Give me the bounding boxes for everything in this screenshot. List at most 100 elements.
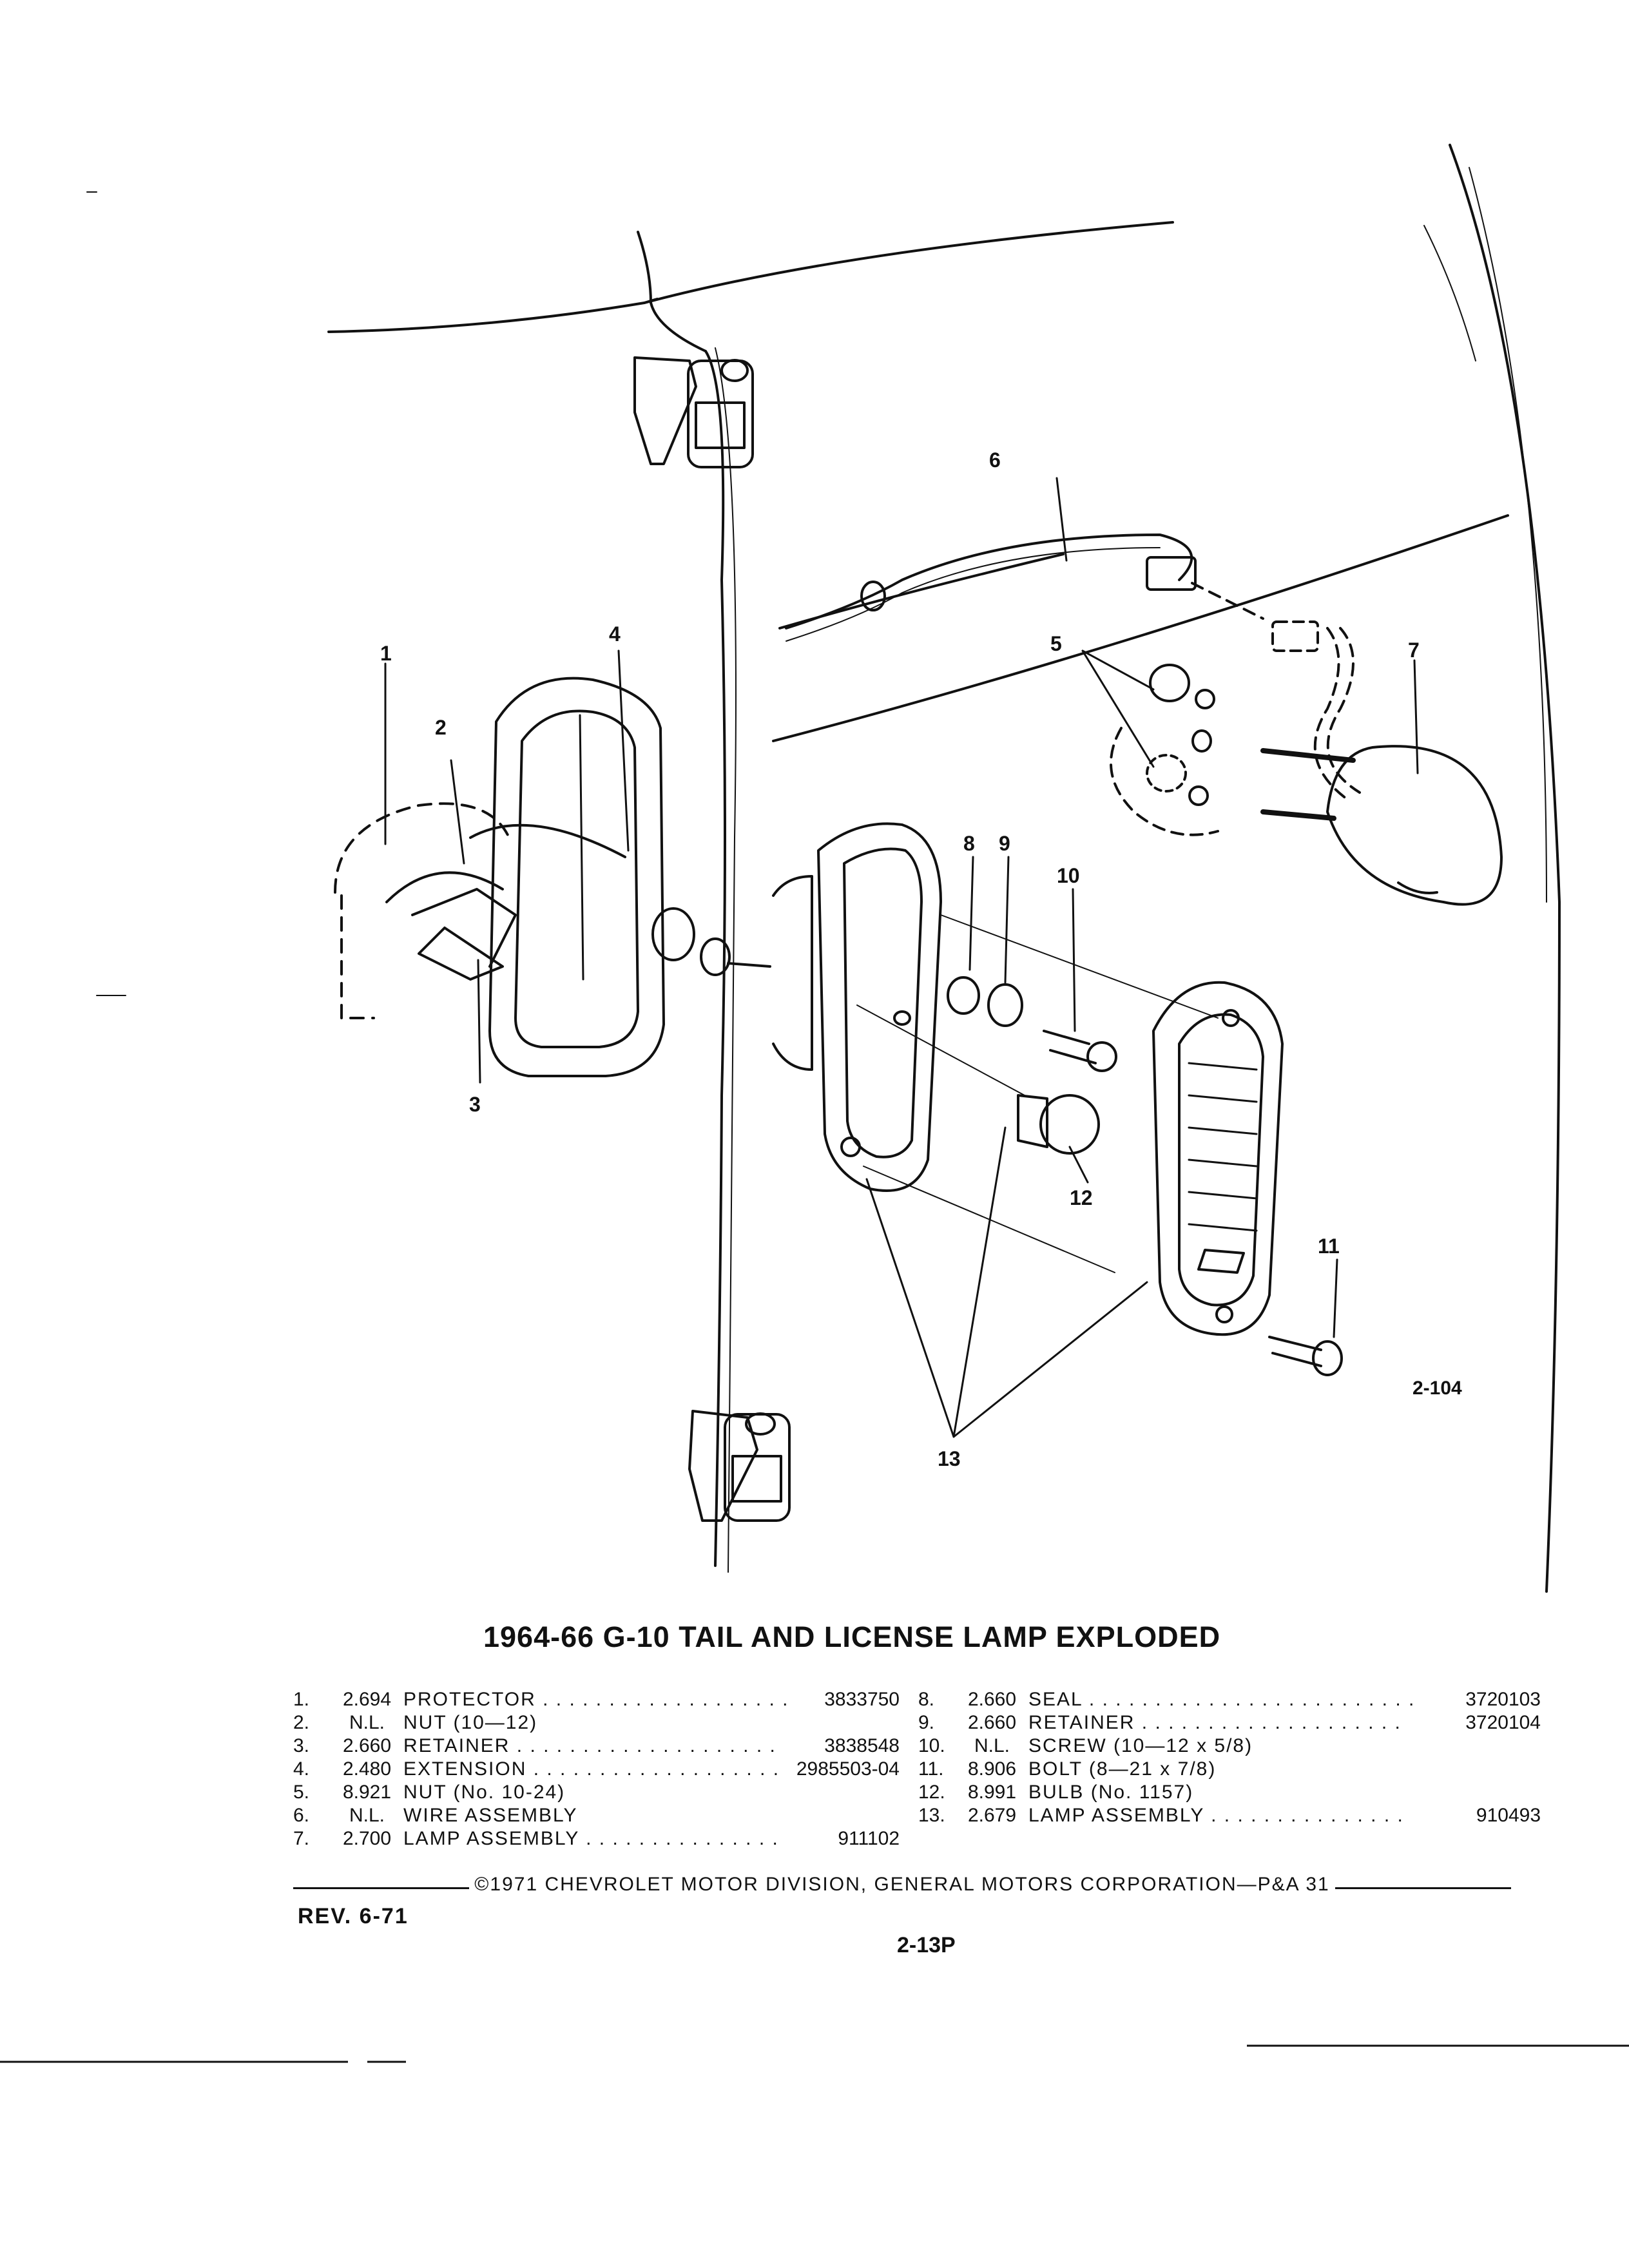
callout-11: 11 [1318, 1235, 1340, 1258]
callout-12: 12 [1070, 1186, 1093, 1209]
parts-row: 3. 2.660 RETAINER . . . . . . . . . . . … [293, 1735, 900, 1758]
group-code: 8.991 [967, 1782, 1017, 1803]
callout-leaders [384, 477, 1419, 1438]
item-number: 1. [293, 1689, 310, 1710]
protector [334, 802, 517, 1019]
upper-door-hinge [633, 356, 754, 468]
item-number: 10. [918, 1735, 945, 1756]
part-name: RETAINER . . . . . . . . . . . . . . . .… [1028, 1712, 1402, 1733]
parts-list-right: 8. 2.660 SEAL . . . . . . . . . . . . . … [918, 1688, 1541, 1827]
part-name: NUT (10—12) [403, 1712, 538, 1733]
callout-5: 5 [1050, 632, 1062, 655]
item-number: 8. [918, 1689, 935, 1710]
part-number: 3720103 [1465, 1689, 1541, 1710]
rule-left [293, 1887, 470, 1889]
callout-numbers: 1 2 3 4 5 6 7 8 9 10 11 12 13 [380, 448, 1420, 1470]
part-number: 2985503-04 [796, 1758, 900, 1780]
item-number: 4. [293, 1758, 310, 1780]
part-number [1389, 1735, 1541, 1758]
vehicle-body-outline [86, 144, 1561, 1593]
page-number: 2-13P [897, 1933, 956, 1957]
part-name: LAMP ASSEMBLY . . . . . . . . . . . . . … [1028, 1805, 1404, 1826]
parts-list-left: 1. 2.694 PROTECTOR . . . . . . . . . . .… [293, 1688, 900, 1850]
revision-label: REV. 6-71 [298, 1904, 409, 1928]
item-number: 12. [918, 1782, 945, 1803]
part-number: 3838548 [824, 1735, 900, 1756]
part-number: 910493 [1476, 1805, 1541, 1826]
parts-row: 6. N.L. WIRE ASSEMBLY [293, 1804, 900, 1827]
part-name: RETAINER . . . . . . . . . . . . . . . .… [403, 1735, 776, 1756]
bulb [1017, 1094, 1100, 1155]
part-number [790, 1781, 900, 1804]
callout-13: 13 [938, 1447, 961, 1470]
callout-4: 4 [609, 622, 621, 646]
taillamp-lens [1152, 981, 1284, 1336]
parts-row: 2. N.L. NUT (10—12) [293, 1711, 900, 1735]
exploded-lamp-diagram: 1 2 3 4 5 6 7 8 9 10 11 12 13 [86, 144, 1561, 1593]
item-number: 9. [918, 1712, 935, 1733]
extension-housing [469, 677, 731, 1077]
part-name: SEAL . . . . . . . . . . . . . . . . . .… [1028, 1689, 1416, 1710]
callout-3: 3 [469, 1093, 481, 1116]
group-code: N.L. [349, 1712, 385, 1733]
bolt [1268, 1336, 1343, 1376]
parts-row: 11. 8.906 BOLT (8—21 x 7/8) [918, 1758, 1541, 1781]
copyright-line: ©1971 CHEVROLET MOTOR DIVISION, GENERAL … [293, 1874, 1511, 1896]
part-number [1389, 1758, 1541, 1781]
part-name: PROTECTOR . . . . . . . . . . . . . . . … [403, 1689, 789, 1710]
part-name: BOLT (8—21 x 7/8) [1028, 1758, 1217, 1780]
parts-row: 9. 2.660 RETAINER . . . . . . . . . . . … [918, 1711, 1541, 1735]
lower-door-hinge [688, 1410, 791, 1522]
parts-row: 13. 2.679 LAMP ASSEMBLY . . . . . . . . … [918, 1804, 1541, 1827]
callout-1: 1 [380, 642, 392, 665]
parts-row: 10. N.L. SCREW (10—12 x 5/8) [918, 1735, 1541, 1758]
part-name: LAMP ASSEMBLY . . . . . . . . . . . . . … [403, 1828, 779, 1849]
group-code: 2.694 [342, 1689, 392, 1710]
item-number: 13. [918, 1805, 945, 1826]
item-number: 2. [293, 1712, 310, 1733]
item-number: 11. [918, 1758, 944, 1780]
parts-row: 4. 2.480 EXTENSION . . . . . . . . . . .… [293, 1758, 900, 1781]
item-number: 6. [293, 1805, 310, 1826]
part-number [790, 1804, 900, 1827]
item-number: 7. [293, 1828, 310, 1849]
callout-8: 8 [963, 832, 975, 855]
callout-9: 9 [999, 832, 1010, 855]
group-code: 2.700 [342, 1828, 392, 1849]
group-code: 2.660 [967, 1689, 1017, 1710]
group-code: 2.660 [342, 1735, 392, 1756]
parts-row: 5. 8.921 NUT (No. 10-24) [293, 1781, 900, 1804]
part-name: SCREW (10—12 x 5/8) [1028, 1735, 1253, 1756]
callout-2: 2 [435, 716, 447, 739]
parts-row: 12. 8.991 BULB (No. 1157) [918, 1781, 1541, 1804]
group-code: 8.921 [342, 1782, 392, 1803]
group-code: N.L. [974, 1735, 1010, 1756]
part-name: EXTENSION . . . . . . . . . . . . . . . … [403, 1758, 780, 1780]
part-number: 3720104 [1465, 1712, 1541, 1733]
license-lamp-assembly [1110, 664, 1503, 906]
item-number: 5. [293, 1782, 310, 1803]
figure-number: 2-104 [1412, 1378, 1462, 1399]
item-number: 3. [293, 1735, 310, 1756]
page-title: 1964-66 G-10 TAIL AND LICENSE LAMP EXPLO… [483, 1620, 1221, 1653]
wire-assembly [785, 533, 1361, 800]
group-code: 2.679 [967, 1805, 1017, 1826]
taillamp-housing [727, 822, 942, 1192]
part-number: 911102 [838, 1828, 900, 1849]
seal-retainer-screw [856, 914, 1219, 1273]
part-name: BULB (No. 1157) [1028, 1782, 1194, 1803]
copyright-text: ©1971 CHEVROLET MOTOR DIVISION, GENERAL … [474, 1874, 1330, 1895]
parts-row: 7. 2.700 LAMP ASSEMBLY . . . . . . . . .… [293, 1827, 900, 1850]
part-number [1389, 1781, 1541, 1804]
group-code: 2.480 [342, 1758, 392, 1780]
parts-row: 8. 2.660 SEAL . . . . . . . . . . . . . … [918, 1688, 1541, 1711]
group-code: 8.906 [967, 1758, 1017, 1780]
rule-right [1335, 1887, 1511, 1889]
part-name: WIRE ASSEMBLY [403, 1805, 578, 1826]
group-code: N.L. [349, 1805, 385, 1826]
parts-row: 1. 2.694 PROTECTOR . . . . . . . . . . .… [293, 1688, 900, 1711]
part-number: 3833750 [824, 1689, 900, 1710]
part-number [790, 1711, 900, 1735]
callout-10: 10 [1057, 864, 1080, 887]
callout-6: 6 [989, 448, 1001, 472]
